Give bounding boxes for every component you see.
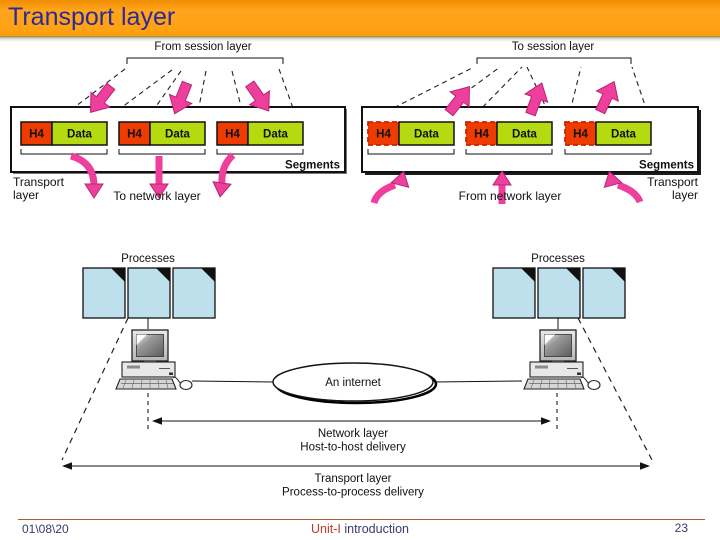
document-icon (127, 267, 171, 319)
slide-header: Transport layer (0, 0, 720, 37)
dashed-line (427, 66, 501, 121)
segment-payload: Data (414, 129, 440, 141)
segment: H4 Data (20, 121, 108, 155)
transport-span-arrow (62, 462, 650, 470)
segment-header: H4 (127, 129, 142, 141)
document-icon (172, 267, 216, 319)
segment-bracket (20, 149, 108, 155)
dashed-guide (61, 317, 129, 461)
segment-header: H4 (573, 129, 588, 141)
footer-divider (18, 519, 705, 520)
segment-bracket (465, 149, 553, 155)
computer-icon-left (115, 329, 193, 391)
sender-bottom-label: To network layer (113, 189, 200, 203)
footer-course-title: introduction (344, 522, 409, 536)
segment-header: H4 (376, 129, 391, 141)
footer-course-code: Unit-I (311, 522, 341, 536)
processes-label-left: Processes (121, 253, 175, 265)
segment-payload: Data (67, 129, 93, 141)
segment-header: H4 (225, 129, 240, 141)
receiver-diagram: To session layer H4 (361, 41, 701, 205)
footer-course: Unit-I introduction (0, 522, 720, 536)
transport-layer-label: Transport layer (315, 473, 392, 485)
arrowhead-icon (84, 183, 104, 199)
dashed-guide (577, 317, 653, 461)
network-span-arrow (152, 417, 551, 425)
sender-top-label: From session layer (154, 41, 251, 53)
segment: H4 Data (216, 121, 304, 155)
segment-bracket (367, 149, 455, 155)
network-layer-label: Network layer (318, 428, 388, 440)
layer-label-line1: Transport (13, 175, 65, 189)
segment-bracket (564, 149, 652, 155)
segment: H4 Data (118, 121, 206, 155)
document-icon (582, 267, 626, 319)
dashed-line (144, 70, 182, 123)
internet-diagram: Processes Processes (61, 253, 653, 499)
cloud-label: An internet (325, 377, 381, 389)
curved-arrow-icon (616, 181, 644, 204)
document-icon (492, 267, 536, 319)
transport-layer-sublabel: Process-to-process delivery (282, 487, 424, 499)
receiver-bottom-label: From network layer (459, 189, 562, 203)
receiver-top-label: To session layer (512, 41, 595, 53)
segments-label: Segments (639, 160, 694, 172)
processes-label-right: Processes (531, 253, 585, 265)
curved-arrow-icon (218, 152, 236, 184)
layer-label-line2: layer (672, 188, 698, 202)
process-documents-right (492, 267, 626, 319)
arrowhead-icon (210, 181, 232, 199)
segment: H4 Data (564, 121, 652, 155)
segment: H4 Data (465, 121, 553, 155)
slide-number: 23 (674, 521, 688, 535)
segments-label: Segments (285, 160, 340, 172)
top-bracket (476, 57, 632, 64)
network-layer-sublabel: Host-to-host delivery (300, 442, 406, 454)
document-icon (82, 267, 126, 319)
segment-payload: Data (165, 129, 191, 141)
slide-footer: 01\08\20 Unit-I introduction 23 (0, 505, 720, 540)
layer-label-line1: Transport (647, 175, 699, 189)
curved-down-arrows (69, 152, 236, 199)
segment-bracket (216, 149, 304, 155)
header-divider (0, 37, 720, 42)
transport-layer-figure: From session layer H4 (10, 41, 701, 499)
footer-date: 01\08\20 (22, 522, 69, 536)
internet-cloud (272, 362, 434, 402)
segment-payload: Data (611, 129, 637, 141)
segment-payload: Data (512, 129, 538, 141)
segment-header: H4 (29, 129, 44, 141)
link-line (191, 380, 275, 383)
segment-header: H4 (474, 129, 489, 141)
link-line (432, 380, 523, 383)
segment: H4 Data (367, 121, 455, 155)
process-documents-left (82, 267, 216, 319)
curved-arrow-icon (370, 181, 397, 205)
curved-up-arrows (370, 168, 644, 205)
top-bracket (126, 57, 284, 64)
curved-arrow-icon (69, 152, 98, 185)
page-title: Transport layer (8, 2, 176, 31)
segment-payload: Data (263, 129, 289, 141)
layer-label-line2: layer (13, 188, 39, 202)
segment-bracket (118, 149, 206, 155)
sender-diagram: From session layer H4 (10, 41, 347, 203)
document-icon (537, 267, 581, 319)
